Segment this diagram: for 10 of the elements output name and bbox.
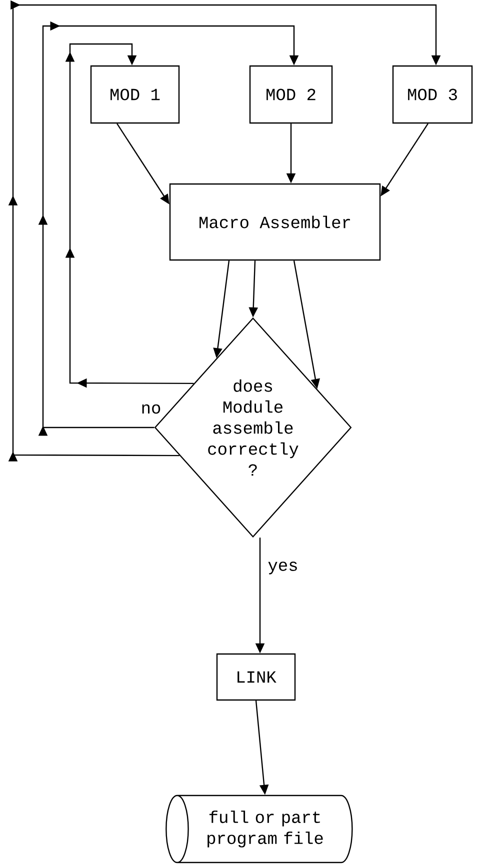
- arrow: [38, 21, 299, 436]
- process-box: LINK: [216, 653, 296, 701]
- edge-label: yes: [266, 560, 300, 576]
- arrow: [65, 43, 194, 388]
- module-box: MOD 2: [249, 65, 333, 124]
- module-box: MOD 3: [392, 65, 473, 124]
- arrow: [8, 0, 441, 462]
- file-cylinder: full or part program file: [166, 794, 353, 864]
- module-box: MOD 1: [90, 65, 180, 124]
- process-box: Macro Assembler: [169, 183, 381, 261]
